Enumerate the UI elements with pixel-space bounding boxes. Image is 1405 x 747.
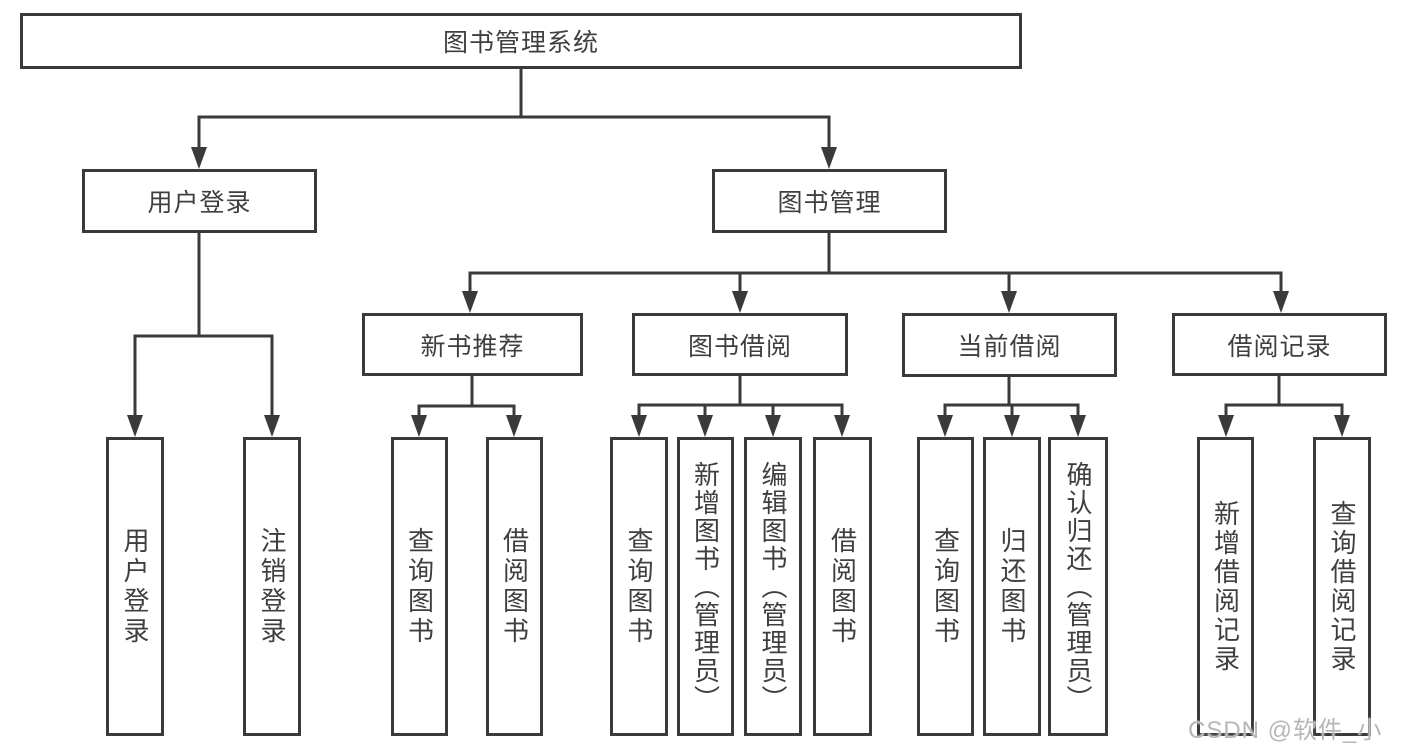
node-book-borrow: 图书借阅 <box>632 313 848 376</box>
node-label: 确认归还（管理员） <box>1063 460 1093 713</box>
node-label: 查询图书 <box>930 526 961 647</box>
node-new-book-recommend: 新书推荐 <box>362 313 583 376</box>
node-label: 图书管理 <box>777 189 882 217</box>
node-label: 查询借阅记录 <box>1327 499 1357 674</box>
node-current-borrow: 当前借阅 <box>902 313 1117 377</box>
leaf-user-login: 用户登录 <box>106 437 164 736</box>
leaf-query-books-recommend: 查询图书 <box>391 437 448 736</box>
leaf-query-borrow-record: 查询借阅记录 <box>1313 437 1371 736</box>
node-user-login: 用户登录 <box>82 169 317 233</box>
leaf-query-books-current: 查询图书 <box>917 437 974 736</box>
csdn-watermark: CSDN @软件_小贺同学 <box>1188 717 1383 744</box>
node-label: 注销登录 <box>257 526 287 647</box>
leaf-query-books-borrow: 查询图书 <box>610 437 668 736</box>
node-library-management-system: 图书管理系统 <box>20 13 1022 69</box>
node-label: 查询图书 <box>624 526 654 647</box>
node-label: 借阅记录 <box>1227 332 1332 361</box>
node-label: 用户登录 <box>120 526 150 647</box>
node-label: 新增借阅记录 <box>1210 499 1241 674</box>
leaf-add-borrow-record: 新增借阅记录 <box>1197 437 1254 736</box>
leaf-borrow-books-recommend: 借阅图书 <box>486 437 543 736</box>
node-label: 当前借阅 <box>957 333 1062 361</box>
node-label: 图书管理系统 <box>442 29 599 57</box>
node-label: 新增图书（管理员） <box>690 460 721 713</box>
leaf-confirm-return-admin: 确认归还（管理员） <box>1048 437 1108 736</box>
leaf-return-books: 归还图书 <box>983 437 1041 736</box>
leaf-logout: 注销登录 <box>243 437 301 736</box>
node-book-management: 图书管理 <box>712 169 947 233</box>
node-label: 用户登录 <box>147 189 252 217</box>
node-label: 编辑图书（管理员） <box>758 460 788 713</box>
node-label: 查询图书 <box>404 526 435 647</box>
node-label: 归还图书 <box>997 526 1027 647</box>
arrowheads <box>127 147 1350 437</box>
node-label: 图书借阅 <box>687 332 792 361</box>
leaf-edit-books-admin: 编辑图书（管理员） <box>744 437 802 736</box>
node-label: 新书推荐 <box>420 332 525 361</box>
node-label: 借阅图书 <box>827 526 858 647</box>
leaf-borrow-books: 借阅图书 <box>813 437 872 736</box>
node-borrow-records: 借阅记录 <box>1172 313 1387 376</box>
leaf-add-books-admin: 新增图书（管理员） <box>677 437 734 736</box>
node-label: 借阅图书 <box>499 526 530 647</box>
